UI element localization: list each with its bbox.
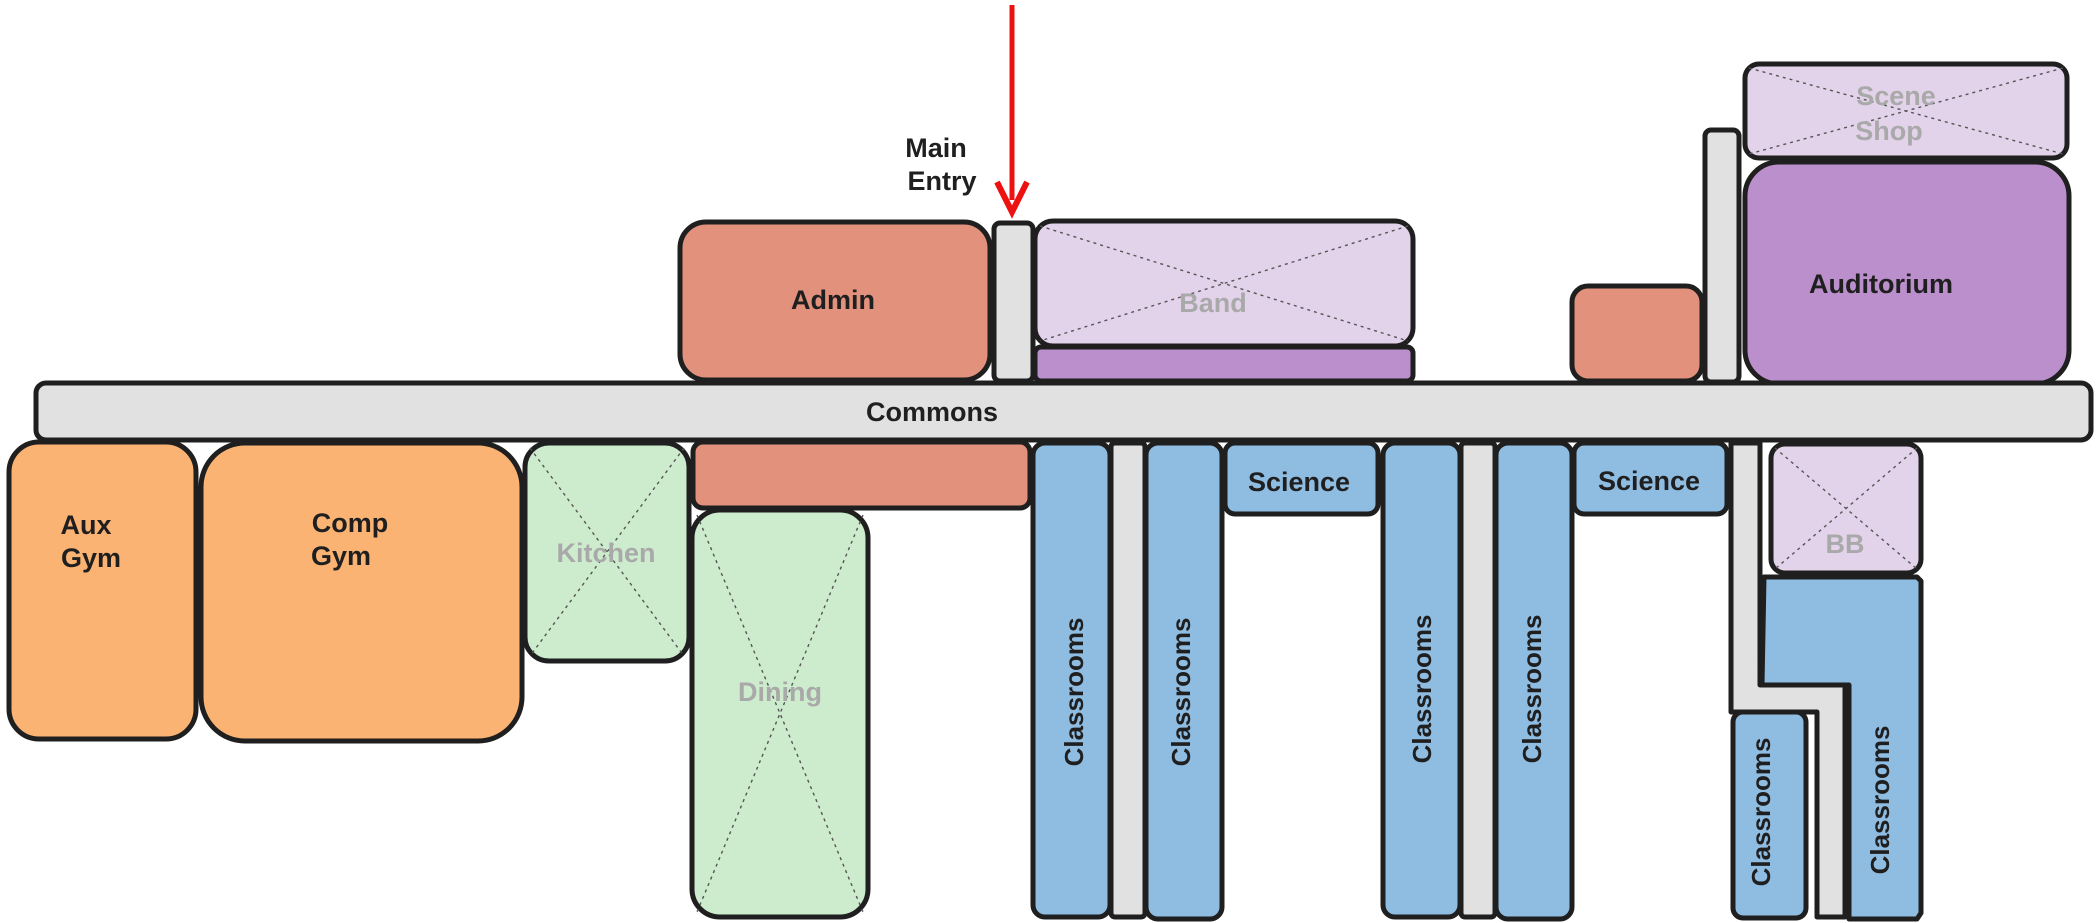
classrooms-label: Classrooms [1407,615,1437,764]
aux-gym-label-line2: Gym [61,543,121,573]
dining-service-room [690,439,1033,511]
aux-gym-room [6,439,199,742]
kitchen-cross-line [529,447,685,657]
band-room [1032,218,1416,349]
dining-cross-line [696,514,864,913]
classrooms-label: Classrooms [1517,615,1547,764]
band-label: Band [1179,288,1247,318]
classrooms-label: Classrooms [1746,738,1776,887]
science-lab [1222,440,1381,517]
aux-gym-label-line1: Aux [60,510,111,540]
scene-shop-label-line1: Scene [1856,81,1936,111]
comp-gym-label-line1: Comp [312,508,389,538]
classrooms-label: Classrooms [1059,618,1089,767]
small-office [1569,283,1705,384]
kitchen-label: Kitchen [556,538,655,568]
dining-cross-line [696,514,864,913]
classroom-wing [1493,440,1575,922]
commons-corridor [33,380,2094,443]
entry-arrow-head [994,180,1030,219]
classrooms-label: Classrooms [1166,618,1196,767]
admin-label: Admin [791,285,875,315]
comp-gym-room [198,440,525,744]
dining-label: Dining [738,677,822,707]
science-lab [1571,440,1730,517]
main-entry-label-line1: Main [905,133,967,163]
scene-shop-label-line2: Shop [1855,116,1923,146]
auditorium-corridor [1702,127,1742,385]
dining-room [689,507,871,920]
classroom-wing [1759,574,1924,922]
main-entry-label-line2: Entry [907,166,976,196]
science-label: Science [1248,467,1350,497]
band-support-strip [1032,344,1416,384]
bb-label: BB [1826,529,1865,559]
wing-corridor [1458,440,1498,920]
band-cross-line [1039,225,1409,342]
science-label: Science [1598,466,1700,496]
scene-shop-cross-line [1748,67,2064,155]
comp-gym-label-line2: Gym [311,541,371,571]
bb-cross-line [1774,447,1918,570]
commons-label: Commons [866,397,998,427]
wing-corridor [1108,440,1148,920]
admin-room [677,219,993,383]
classrooms-label: Classrooms [1865,726,1895,875]
kitchen-cross-line [529,447,685,657]
auditorium-label: Auditorium [1809,269,1953,299]
band-cross-line [1039,225,1409,342]
classroom-wing [1143,440,1225,922]
classroom-wing [1730,709,1809,921]
entry-corridor [991,220,1036,384]
